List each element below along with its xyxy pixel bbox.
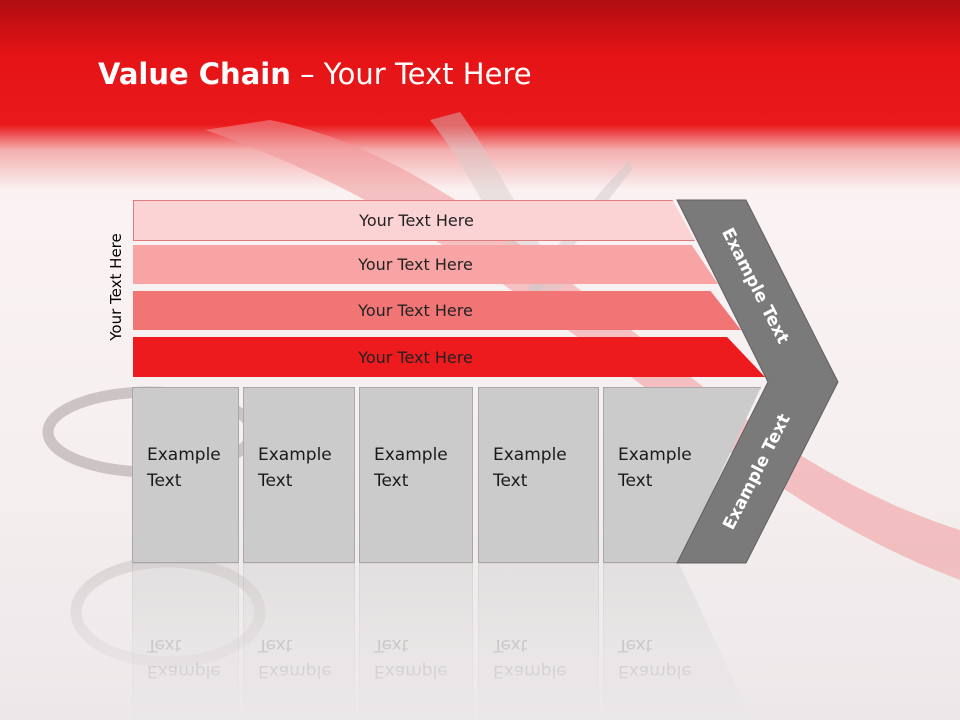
row-label: Your Text Here xyxy=(358,347,473,367)
box-line-2: Text xyxy=(258,471,293,491)
box-line-2: Text xyxy=(147,471,182,491)
support-row-3: Your Text Here xyxy=(133,291,741,330)
primary-activity-box-2: Example Text xyxy=(243,387,355,563)
title-bold: Value Chain xyxy=(98,57,291,91)
box-line-2: Text xyxy=(374,471,409,491)
box-line-1: Example xyxy=(258,445,332,465)
box-line-1: Example xyxy=(493,445,567,465)
box-line-2: Text xyxy=(493,471,528,491)
title-rest: – Your Text Here xyxy=(290,57,532,91)
header-band xyxy=(0,0,960,190)
support-row-2: Your Text Here xyxy=(133,245,718,284)
box-line-2: Text xyxy=(618,471,653,491)
primary-activity-box-4: Example Text xyxy=(478,387,599,563)
row-label: Your Text Here xyxy=(358,301,473,320)
box-line-1: Example xyxy=(374,445,448,465)
box-line-1: Example xyxy=(618,445,692,465)
box-line-1: Example xyxy=(147,445,221,465)
primary-activity-box-3: Example Text xyxy=(359,387,473,563)
row-label: Your Text Here xyxy=(359,211,474,230)
reflection-fade xyxy=(0,563,960,720)
chevron-shape xyxy=(676,199,839,564)
row-label: Your Text Here xyxy=(358,255,473,274)
page-title: Value Chain – Your Text Here xyxy=(98,54,532,94)
support-row-1: Your Text Here xyxy=(133,200,695,241)
primary-activity-box-1: Example Text xyxy=(132,387,239,563)
support-row-4: Your Text Here xyxy=(133,337,765,377)
